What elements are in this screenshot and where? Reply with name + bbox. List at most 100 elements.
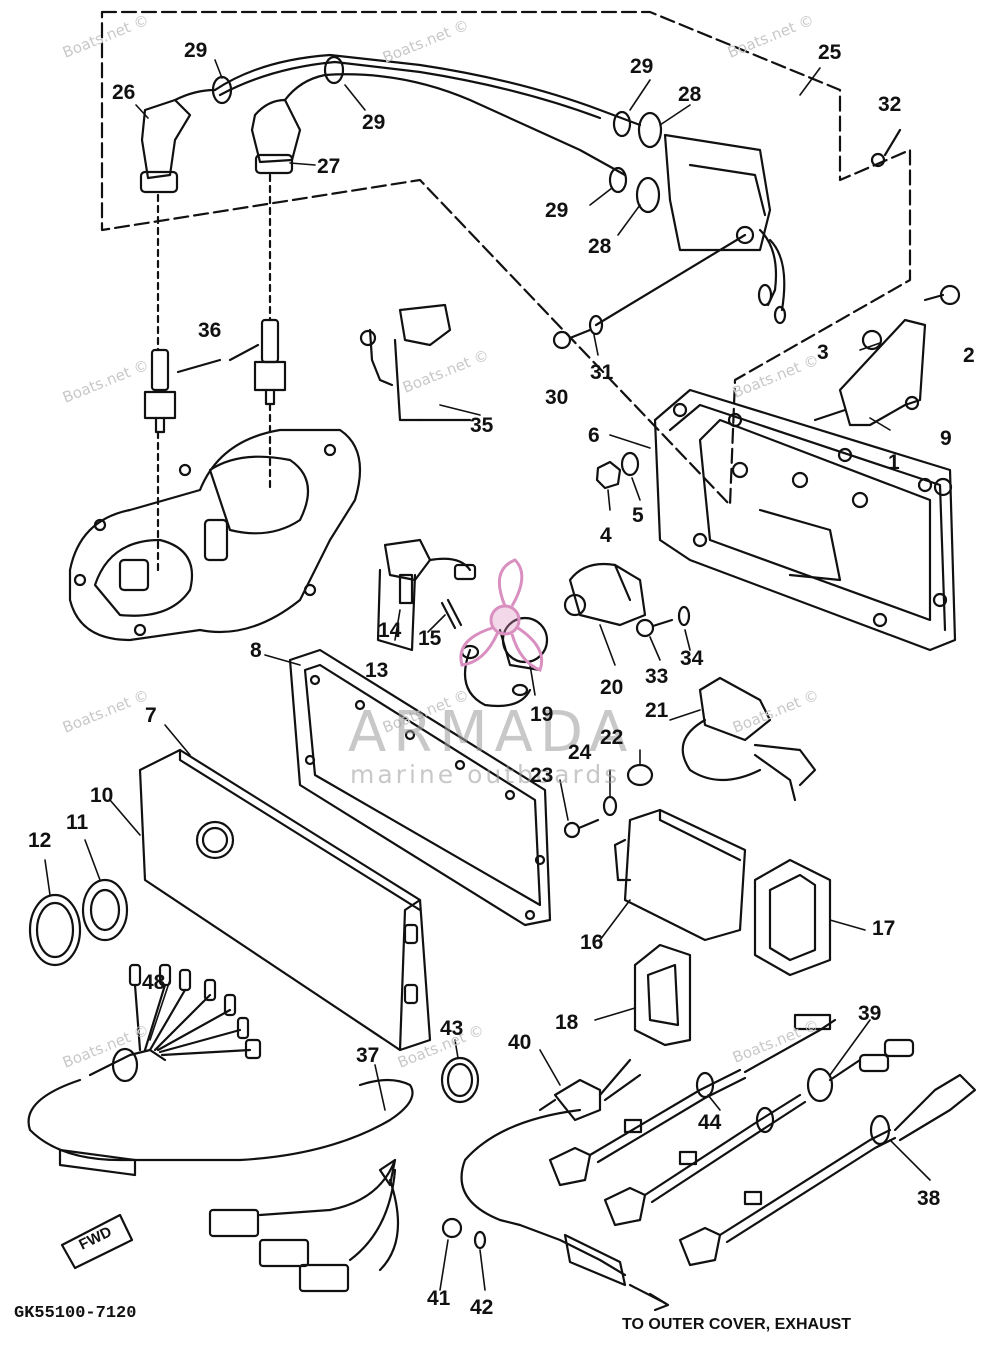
clamp-29 xyxy=(211,55,632,194)
clamp-22 xyxy=(626,763,654,787)
part-label: 43 xyxy=(440,1017,464,1040)
part-label: 23 xyxy=(530,764,554,787)
harness-48 xyxy=(88,963,262,1083)
coil-mount-line xyxy=(594,233,747,327)
nut-32 xyxy=(870,152,886,168)
ignition-coil xyxy=(663,133,787,325)
exhaust-note: TO OUTER COVER, EXHAUST xyxy=(622,1316,852,1333)
part-label: 39 xyxy=(858,1002,882,1025)
part-label: 15 xyxy=(418,627,442,650)
part-label: 1 xyxy=(888,451,900,474)
part-label: 17 xyxy=(872,917,896,940)
screw-9 xyxy=(933,477,953,497)
leader-lines xyxy=(44,59,931,1291)
plug-cap-27 xyxy=(250,73,327,175)
part-label: 28 xyxy=(588,235,612,258)
bolt-41 xyxy=(441,1217,463,1239)
washer-24 xyxy=(602,795,618,817)
part-label: 40 xyxy=(508,1031,532,1054)
fwd-mark xyxy=(60,1213,134,1270)
washer-5 xyxy=(620,451,640,477)
part-label: 4 xyxy=(600,524,612,547)
plug-cap-26 xyxy=(139,88,217,194)
part-label: 9 xyxy=(940,427,952,450)
part-label: 24 xyxy=(568,741,592,764)
thermo-switch-35 xyxy=(359,303,472,422)
rectifier-18 xyxy=(633,943,692,1047)
holder-17 xyxy=(753,858,832,977)
part-label: 37 xyxy=(356,1044,380,1067)
part-label: 20 xyxy=(600,676,624,699)
part-label: 25 xyxy=(818,41,842,64)
part-label: 29 xyxy=(630,55,654,78)
sensor-13 xyxy=(376,538,477,652)
brand-tagline: marine outboards xyxy=(350,760,621,789)
connectors-39 xyxy=(603,1038,915,1227)
diagram-code: GK55100-7120 xyxy=(14,1304,137,1323)
part-label: 5 xyxy=(632,504,644,527)
part-label: 16 xyxy=(580,931,604,954)
cable-to-exhaust xyxy=(518,1223,627,1277)
nut-4 xyxy=(595,460,622,490)
part-label: 41 xyxy=(427,1287,451,1310)
part-label: 32 xyxy=(878,93,902,116)
part-label: 18 xyxy=(555,1011,579,1034)
connectors-38 xyxy=(678,1073,977,1267)
part-label: 29 xyxy=(184,39,208,62)
extension-cable-37 xyxy=(27,1078,414,1293)
part-label: 27 xyxy=(317,155,341,178)
part-label: 29 xyxy=(545,199,569,222)
part-label: 6 xyxy=(588,424,600,447)
nut-3 xyxy=(861,329,883,351)
part-label: 31 xyxy=(590,361,614,384)
part-label: 44 xyxy=(698,1111,722,1134)
screw-2 xyxy=(923,284,961,306)
group-boundary-25 xyxy=(100,10,912,507)
part-label: 34 xyxy=(680,647,704,670)
pin-15 xyxy=(440,598,463,630)
part-label: 33 xyxy=(645,665,669,688)
brand-name: ARMADA xyxy=(348,700,635,765)
grommet-28 xyxy=(635,111,663,214)
part-label: 2 xyxy=(963,344,975,367)
part-label: 38 xyxy=(917,1187,941,1210)
cover-7 xyxy=(138,748,432,1052)
brand-logo-icon xyxy=(459,558,544,672)
ht-lead-lower xyxy=(323,73,627,177)
bolt-30 xyxy=(552,314,604,350)
part-label: 29 xyxy=(362,111,386,134)
bolt-33 xyxy=(635,605,691,638)
part-label: 13 xyxy=(365,659,389,682)
part-label: 22 xyxy=(600,726,624,749)
connectors-44 xyxy=(548,1013,837,1187)
bracket-1 xyxy=(813,318,927,427)
part-label: 35 xyxy=(470,414,494,437)
part-label: 30 xyxy=(545,386,569,409)
part-label: 48 xyxy=(142,971,166,994)
bolt-23 xyxy=(563,818,600,839)
mount-plate-6 xyxy=(653,388,957,652)
part-label: 19 xyxy=(530,703,554,726)
cdi-unit-16 xyxy=(613,808,747,942)
clamp-43 xyxy=(440,1056,480,1104)
ht-lead-upper xyxy=(213,53,642,127)
part-label: 28 xyxy=(678,83,702,106)
part-label: 12 xyxy=(28,829,52,852)
pulser-coil-21 xyxy=(681,676,817,802)
part-label: 36 xyxy=(198,319,222,342)
part-label: 21 xyxy=(645,699,669,722)
cylinder-head xyxy=(68,428,362,642)
gasket-8 xyxy=(288,648,552,927)
arrow-to-exhaust xyxy=(628,1283,670,1312)
sensor-40 xyxy=(460,1058,642,1227)
part-label: 11 xyxy=(66,811,89,834)
part-label: 10 xyxy=(90,784,114,807)
sensor-20 xyxy=(563,562,647,627)
gasket-holes xyxy=(304,674,546,921)
washer-42 xyxy=(473,1230,487,1250)
part-label: 42 xyxy=(470,1296,494,1319)
leader-32 xyxy=(883,128,902,157)
part-label: 26 xyxy=(112,81,136,104)
part-label: 7 xyxy=(145,704,157,727)
